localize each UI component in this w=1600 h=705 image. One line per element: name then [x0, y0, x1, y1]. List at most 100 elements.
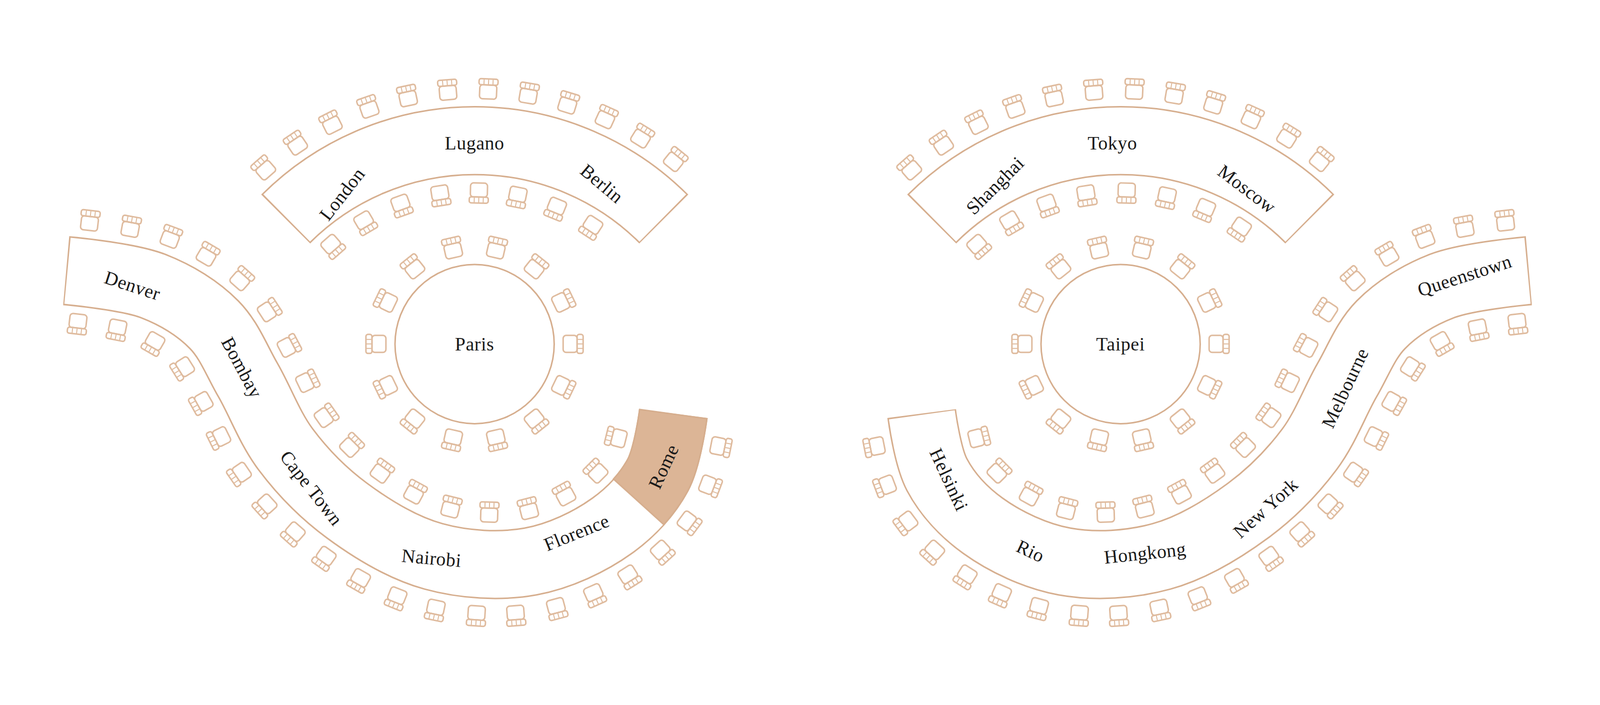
chair: [1226, 215, 1254, 243]
chair: [294, 368, 321, 395]
chair: [1507, 313, 1528, 335]
chair: [276, 333, 303, 359]
chair: [352, 209, 379, 237]
chair: [1199, 457, 1227, 485]
chair: [1131, 236, 1154, 260]
chair: [1363, 425, 1390, 451]
chair: [1087, 428, 1110, 452]
chair: [1222, 567, 1249, 594]
chair: [1255, 402, 1283, 430]
chair: [79, 209, 100, 232]
chair: [366, 334, 386, 354]
chair: [429, 184, 452, 207]
chair: [1017, 480, 1044, 507]
table-name: Tokyo: [1087, 133, 1137, 153]
chair: [1042, 84, 1065, 108]
chair: [919, 538, 947, 566]
chair: [439, 495, 463, 519]
chair: [952, 563, 979, 591]
chair: [661, 146, 689, 174]
chair: [582, 582, 608, 609]
chair: [1230, 431, 1258, 459]
chair: [466, 605, 487, 627]
chair: [1168, 407, 1196, 435]
chair: [1155, 186, 1178, 210]
chair: [441, 428, 464, 452]
chair: [250, 154, 278, 182]
chair: [551, 480, 578, 507]
chair: [1339, 265, 1367, 293]
table-border: [66, 270, 674, 565]
table-outline: [884, 233, 1566, 602]
table-border: [931, 141, 1310, 220]
chair: [119, 215, 142, 238]
chair: [1132, 495, 1156, 519]
chair: [862, 435, 886, 458]
chair: [67, 313, 88, 335]
chair: [251, 492, 279, 520]
chair: [140, 330, 167, 357]
chair: [1196, 374, 1223, 400]
highlighted-table: [613, 409, 707, 525]
chair: [1069, 605, 1090, 627]
chair: [556, 90, 580, 115]
table-name: Lugano: [445, 133, 505, 153]
chair: [485, 236, 508, 260]
table: LondonLuganoBerlin: [248, 103, 701, 256]
chair: [709, 435, 733, 458]
chair: [485, 428, 508, 452]
chair: [389, 193, 414, 218]
chair: [522, 407, 550, 435]
chair: [1087, 236, 1110, 260]
chair: [1288, 520, 1316, 548]
chair: [106, 318, 129, 342]
chair: [616, 563, 643, 591]
chair: [1167, 479, 1193, 506]
chair: [582, 457, 610, 485]
chair: [1196, 288, 1223, 314]
chair: [396, 84, 419, 108]
chair: [985, 457, 1013, 485]
chair: [1148, 598, 1171, 622]
chair: [550, 288, 577, 314]
chair: [1292, 333, 1319, 359]
chair: [516, 496, 540, 521]
chair: [1045, 253, 1073, 281]
chair: [578, 214, 605, 241]
chair: [563, 334, 583, 354]
chair: [279, 520, 307, 548]
table: Paris: [391, 260, 558, 428]
chair: [1018, 288, 1045, 314]
table-top: [66, 270, 674, 565]
chair: [506, 185, 529, 209]
chair: [383, 585, 409, 611]
chair: [424, 598, 447, 622]
chair: [543, 196, 568, 222]
chair: [337, 431, 365, 459]
chair: [1045, 407, 1073, 435]
chair: [517, 82, 540, 105]
chair: [1131, 428, 1154, 452]
chair: [282, 129, 310, 157]
table-border: [921, 270, 1529, 565]
round-table: [395, 264, 554, 424]
chair: [1399, 355, 1426, 382]
table: Taipei: [1037, 260, 1204, 428]
chair: [1412, 224, 1437, 250]
chair: [988, 582, 1014, 609]
chair: [437, 79, 458, 101]
table-outline: [248, 103, 701, 256]
chair: [188, 389, 215, 416]
round-table: [1041, 264, 1200, 424]
chair: [1117, 183, 1137, 204]
chair: [226, 460, 253, 488]
chair: [550, 374, 577, 400]
chair: [346, 567, 373, 594]
chair: [372, 288, 399, 314]
chair: [1096, 502, 1116, 523]
chair: [1186, 585, 1212, 611]
chair: [1428, 330, 1455, 357]
chair: [964, 109, 990, 136]
chair: [872, 473, 898, 499]
chair: [368, 457, 396, 485]
